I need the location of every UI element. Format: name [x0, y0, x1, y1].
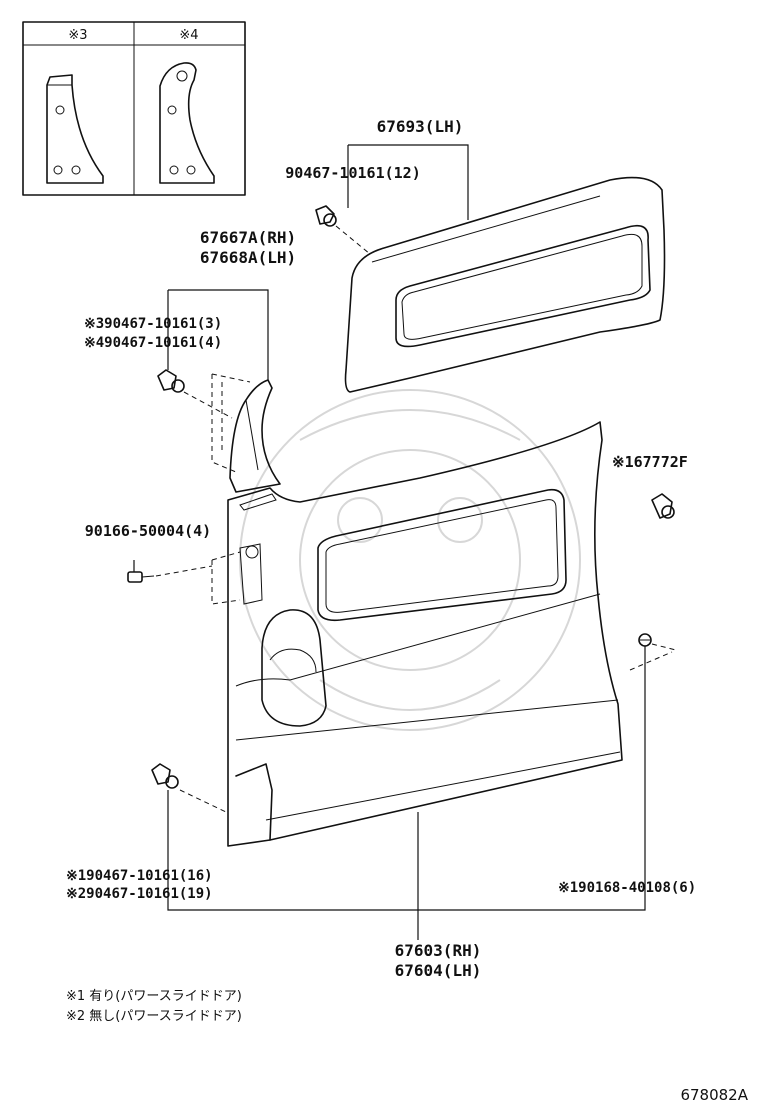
watermark-emblem — [239, 389, 581, 731]
clip-right-drawing — [629, 633, 677, 671]
inset-header-4: ※4 — [179, 28, 198, 43]
label-main-lh: 67604(LH) — [395, 961, 482, 980]
label-screw: 90166-50004(4) — [85, 522, 211, 540]
upper-quarter-panel-drawing — [344, 176, 666, 393]
diagram-code: 678082A — [680, 1086, 748, 1104]
label-right-clip: ※190168-40108(6) — [558, 880, 696, 896]
label-upper-clip: 90467-10161(12) — [285, 164, 420, 182]
footnote-2: ※2 無し(パワースライドドア) — [66, 1009, 242, 1024]
inset-header-3: ※3 — [68, 28, 87, 43]
clip-lower-drawing — [151, 763, 227, 813]
label-lower-clip-2: ※290467-10161(19) — [66, 886, 213, 902]
screw-drawing — [127, 565, 213, 583]
label-pillar-clip-3: ※390467-10161(3) — [84, 316, 222, 332]
label-lower-clip-1: ※190467-10161(16) — [66, 868, 213, 884]
label-main-rh: 67603(RH) — [395, 941, 482, 960]
label-pillar-rh: 67667A(RH) — [200, 228, 296, 247]
footnote-1: ※1 有り(パワースライドドア) — [66, 989, 242, 1004]
leader-lines — [133, 144, 646, 940]
pillar-variant-4-drawing — [159, 62, 215, 184]
inset-variant-box: ※3 ※4 — [22, 21, 246, 196]
grommet-drawing — [651, 493, 675, 519]
label-upper-panel: 67693(LH) — [377, 117, 464, 136]
label-pillar-clip-4: ※490467-10161(4) — [84, 335, 222, 351]
center-pillar-garnish-drawing — [211, 373, 281, 493]
label-pillar-lh: 67668A(LH) — [200, 248, 296, 267]
clip-pillar-drawing — [157, 369, 233, 419]
clip-upper-drawing — [315, 205, 371, 255]
main-door-trim-board-drawing — [211, 421, 623, 847]
pillar-variant-3-drawing — [46, 74, 104, 184]
label-grommet: ※167772F — [612, 453, 688, 471]
